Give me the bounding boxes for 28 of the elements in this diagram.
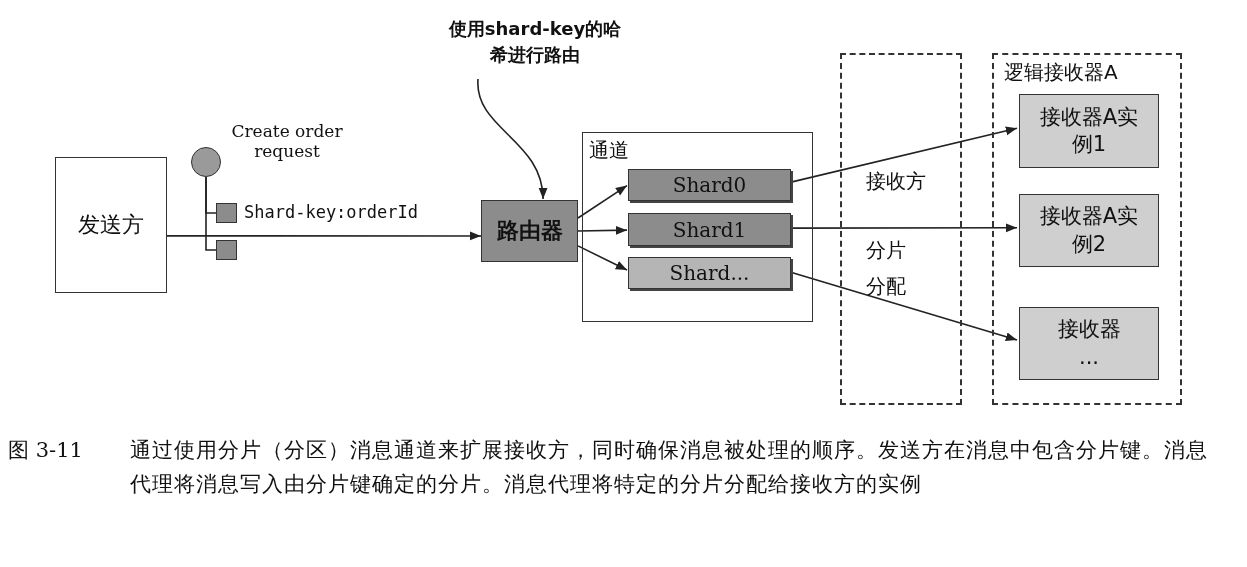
logical-receiver-region bbox=[992, 53, 1182, 405]
region-label: 接收方 bbox=[866, 168, 926, 195]
router-box: 路由器 bbox=[481, 200, 578, 262]
connector-line bbox=[205, 176, 217, 251]
box-label: 接收器 bbox=[1057, 316, 1121, 344]
arrow bbox=[577, 184, 628, 219]
group-title: 逻辑接收器A bbox=[1004, 59, 1118, 86]
arrow bbox=[477, 78, 547, 200]
header-label: Shard-key:orderId bbox=[244, 202, 418, 222]
figure-number: 图 3-11 bbox=[8, 437, 83, 464]
shard-box: Shard... bbox=[628, 257, 791, 289]
channel-box bbox=[582, 132, 813, 322]
figure-caption: 通过使用分片（分区）消息通道来扩展接收方，同时确保消息被处理的顺序。发送方在消息中包含分片键。消息代理将消息写入由分片键确定的分片。消息代理将特定的分片分配给接收方的实例 bbox=[130, 437, 1209, 498]
receiver-instance-box: 接收器A实例2 bbox=[1019, 194, 1159, 267]
annotation-text: 使用shard-key的哈希进行路由 bbox=[440, 16, 630, 76]
region-label: 分片分配 bbox=[866, 237, 907, 300]
body-square bbox=[216, 240, 237, 260]
group-title: 通道 bbox=[589, 137, 629, 164]
arrow bbox=[166, 231, 482, 241]
receiver-instance-box: 接收器A实例1 bbox=[1019, 94, 1159, 168]
shard-box: Shard1 bbox=[628, 213, 791, 246]
arrow bbox=[577, 225, 628, 235]
shard-box: Shard0 bbox=[628, 169, 791, 201]
message-label: Create order request bbox=[230, 121, 344, 162]
sender-box: 发送方 bbox=[55, 157, 167, 293]
receiver-instance-box bbox=[1019, 307, 1159, 380]
ellipsis-text: ... bbox=[1079, 343, 1099, 371]
arrow bbox=[577, 245, 628, 271]
